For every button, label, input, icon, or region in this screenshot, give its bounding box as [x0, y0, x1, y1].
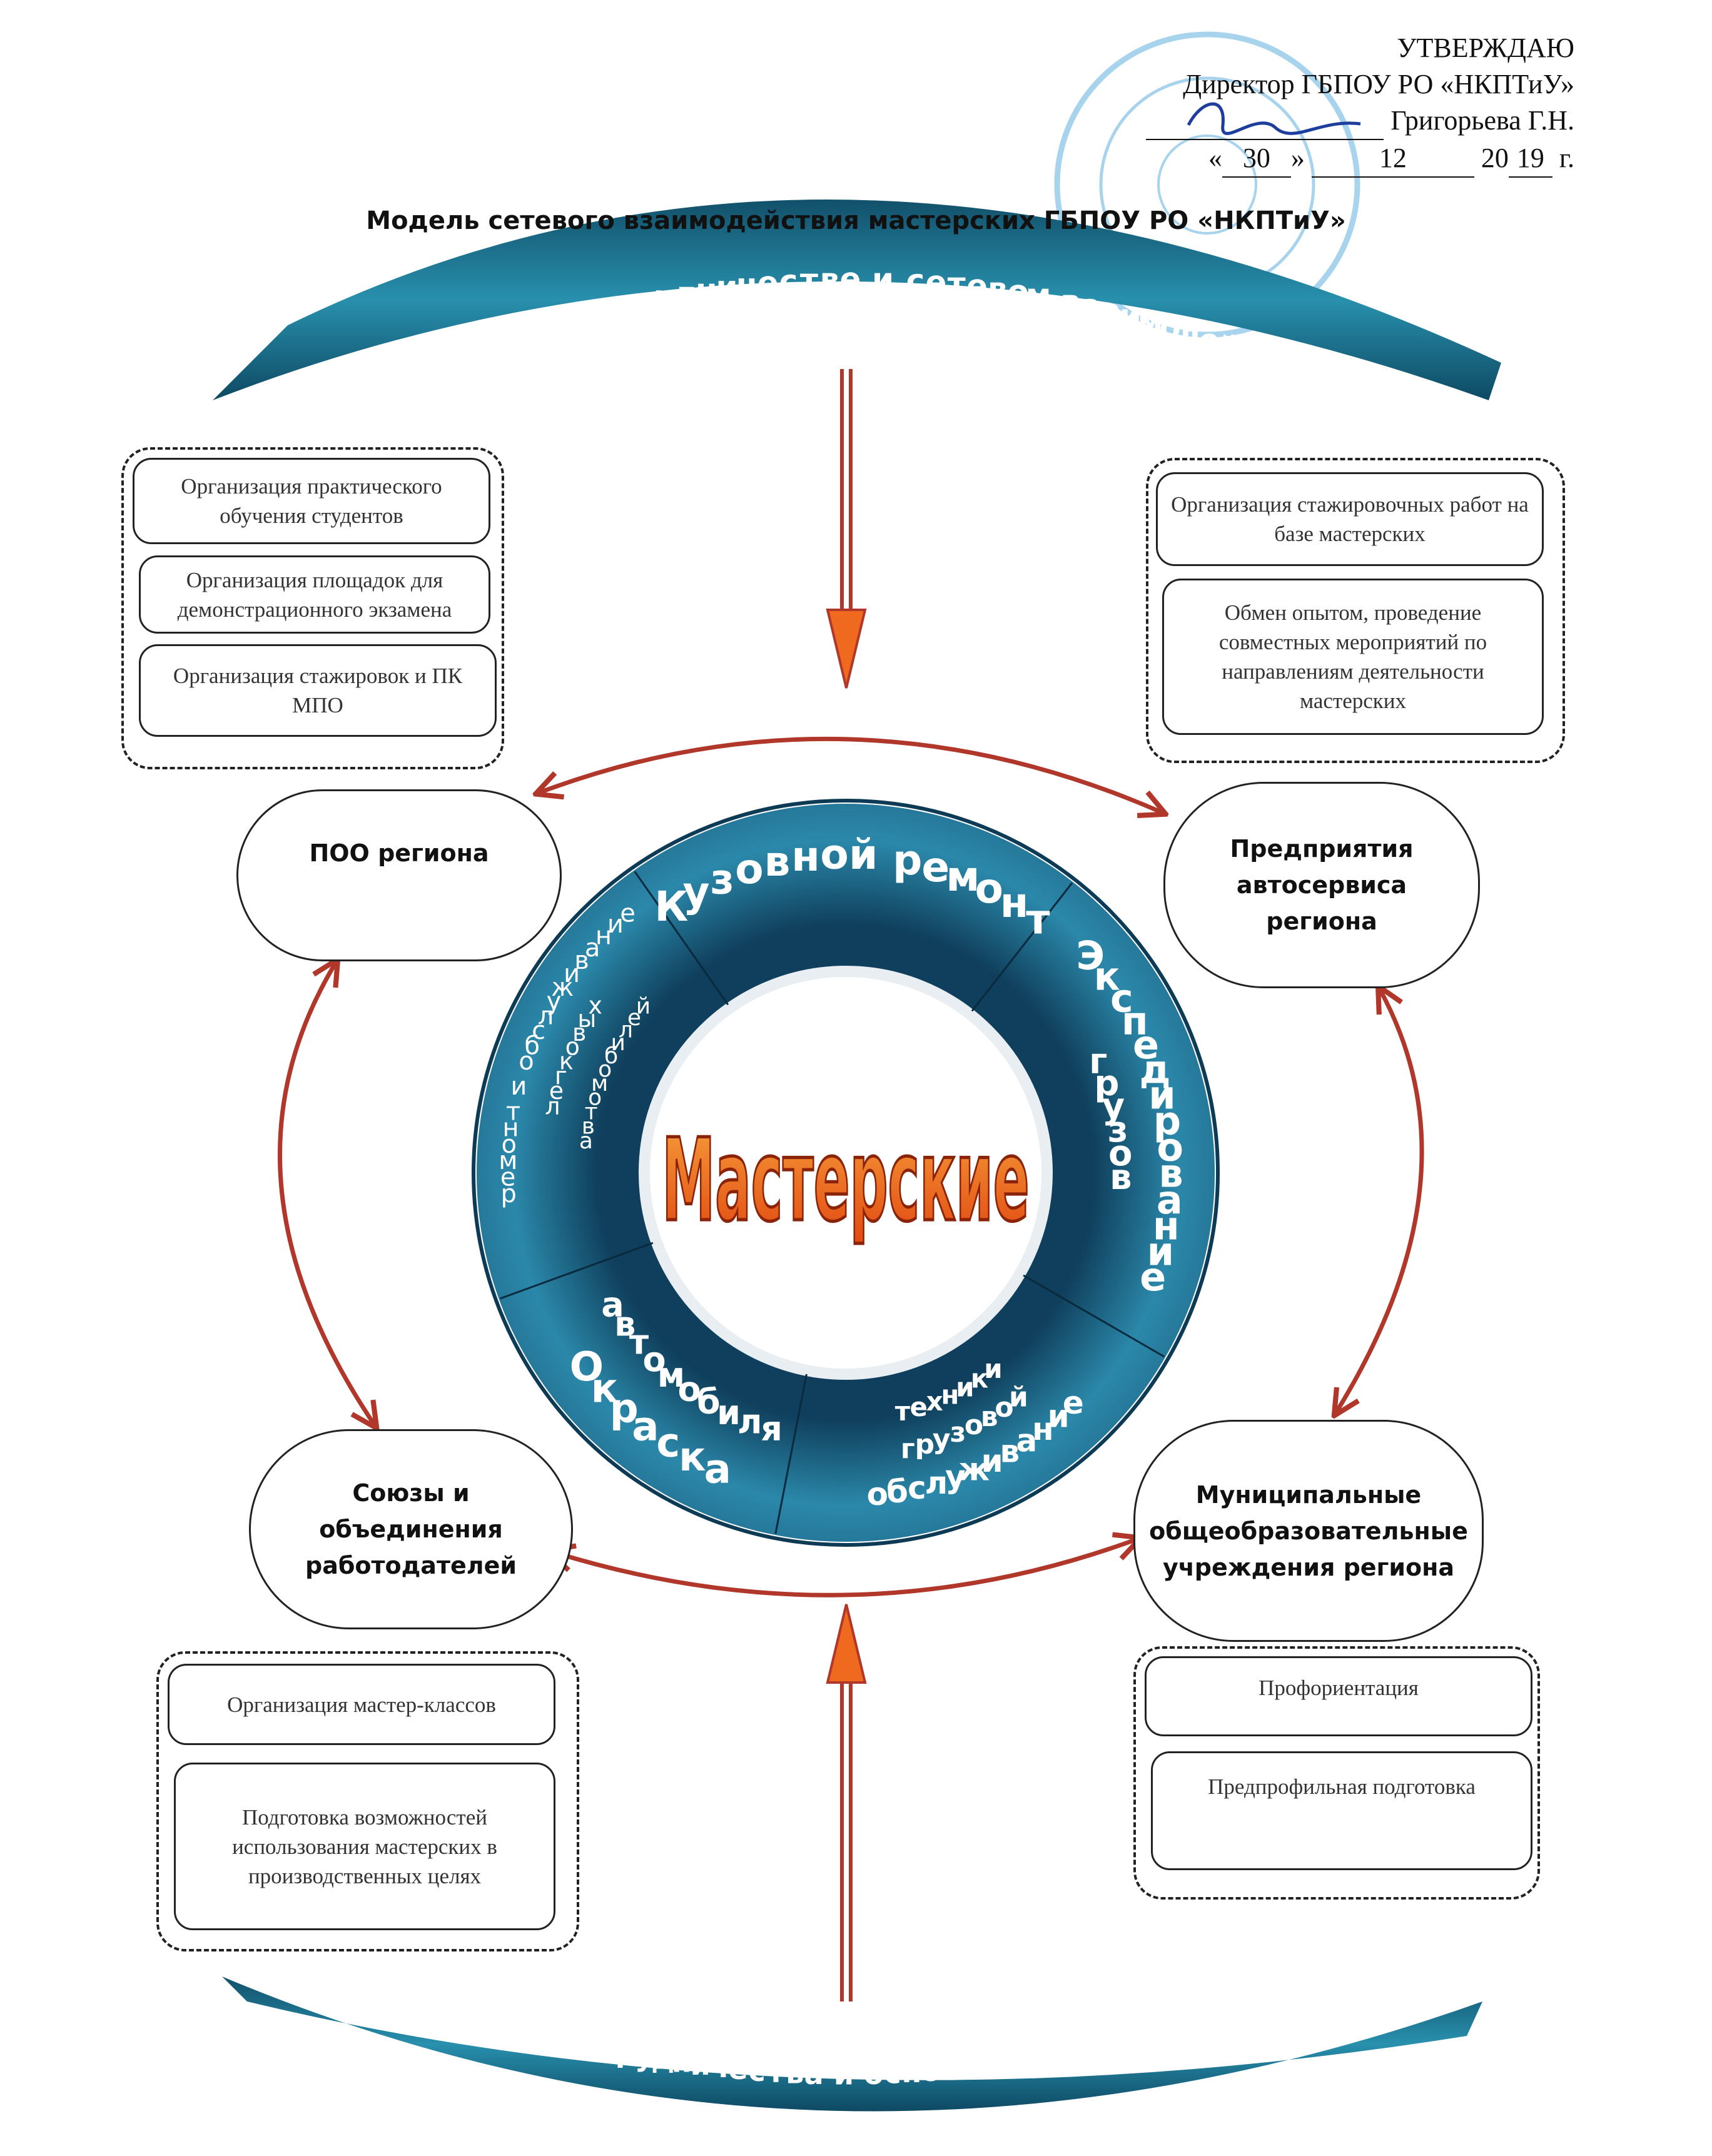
colleges-activity-3: Организация стажировок и ПК МПО	[139, 644, 497, 737]
signature	[1187, 102, 1361, 135]
partner-auto-service: Предприятия автосервиса региона	[1163, 782, 1480, 988]
segment-truck-service-line3: техники	[895, 1354, 1003, 1427]
approval-year-unit: г.	[1559, 143, 1574, 173]
page-title: Модель сетевого взаимодействия мастерски…	[366, 206, 1346, 235]
approval-year-prefix: 20	[1481, 143, 1509, 173]
approval-day: 30	[1222, 140, 1291, 178]
approval-heading: УТВЕРЖДАЮ	[1397, 33, 1574, 63]
ring-divider	[634, 871, 729, 1006]
segment-truck-service-line2: грузовой	[901, 1381, 1028, 1465]
ring-divider	[1023, 1274, 1165, 1358]
connector-right	[1335, 988, 1424, 1414]
approval-month: 12	[1311, 140, 1474, 178]
connector-top	[538, 736, 1163, 813]
segment-truck-service-line1: обслуживание	[867, 1385, 1084, 1512]
segment-car-service-line3: автомобилей	[579, 993, 651, 1154]
approval-position: Директор ГБПОУ РО «НКПТиУ»	[1183, 69, 1574, 99]
municipal-schools-activity-group	[1133, 1646, 1540, 1900]
segment-car-painting-line2: автомобиля	[601, 1285, 783, 1449]
workshops-ring	[472, 799, 1220, 1547]
bottom-vertical-arrow	[826, 1604, 867, 2002]
municipal-schools-activity-2: Предпрофильная подготовка	[1151, 1751, 1532, 1870]
auto-service-activity-2: Обмен опытом, проведение совместных меро…	[1162, 579, 1544, 735]
bottom-banner-text: Формы сотрудничества и основные направле…	[455, 1990, 1228, 2092]
auto-service-activity-group	[1146, 458, 1565, 763]
approval-year-suffix: 19	[1508, 140, 1552, 178]
segment-car-service-line1: ремонт и обслуживание	[499, 899, 636, 1208]
employer-unions-activity-1: Организация мастер-классов	[168, 1664, 555, 1745]
employer-unions-activity-group	[156, 1651, 579, 1951]
segment-body-repair: Кузовной ремонт	[654, 830, 1050, 943]
top-banner-text: договоры о сотрудничестве и сетевом взаи…	[377, 261, 1335, 408]
approval-block: УТВЕРЖДАЮ Директор ГБПОУ РО «НКПТиУ» ​ Г…	[1146, 30, 1574, 178]
approval-signatory: Григорьева Г.Н.	[1390, 105, 1574, 136]
center-label: Мастерские	[662, 1114, 1029, 1247]
top-vertical-arrow	[826, 369, 867, 689]
segment-car-painting-line1: Окраска	[570, 1344, 731, 1493]
approval-signature-line: ​ Григорьева Г.Н.	[1146, 103, 1574, 140]
auto-service-activity-1: Организация стажировочных работ на базе …	[1156, 472, 1544, 566]
partner-employer-unions: Союзы и объединения работодателей	[249, 1429, 573, 1629]
ring-divider	[774, 1374, 808, 1534]
ring-divider	[971, 882, 1073, 1012]
ring-divider	[499, 1242, 654, 1300]
municipal-schools-activity-1: Профориентация	[1145, 1656, 1532, 1736]
segment-car-service-line2: легковых	[545, 992, 602, 1120]
partner-colleges: ПОО региона	[236, 789, 562, 961]
partner-municipal-schools: Муниципальные общеобразовательные учрежд…	[1133, 1420, 1484, 1642]
colleges-activity-group	[121, 447, 504, 769]
top-banner	[213, 200, 1501, 400]
colleges-activity-1: Организация практического обучения студе…	[133, 458, 490, 544]
colleges-activity-2: Организация площадок для демонстрационно…	[139, 555, 490, 634]
bottom-banner	[222, 1976, 1482, 2112]
employer-unions-activity-2: Подготовка возможностей использования ма…	[174, 1763, 555, 1930]
connector-bottom	[550, 1539, 1138, 1597]
connector-left	[278, 961, 375, 1426]
